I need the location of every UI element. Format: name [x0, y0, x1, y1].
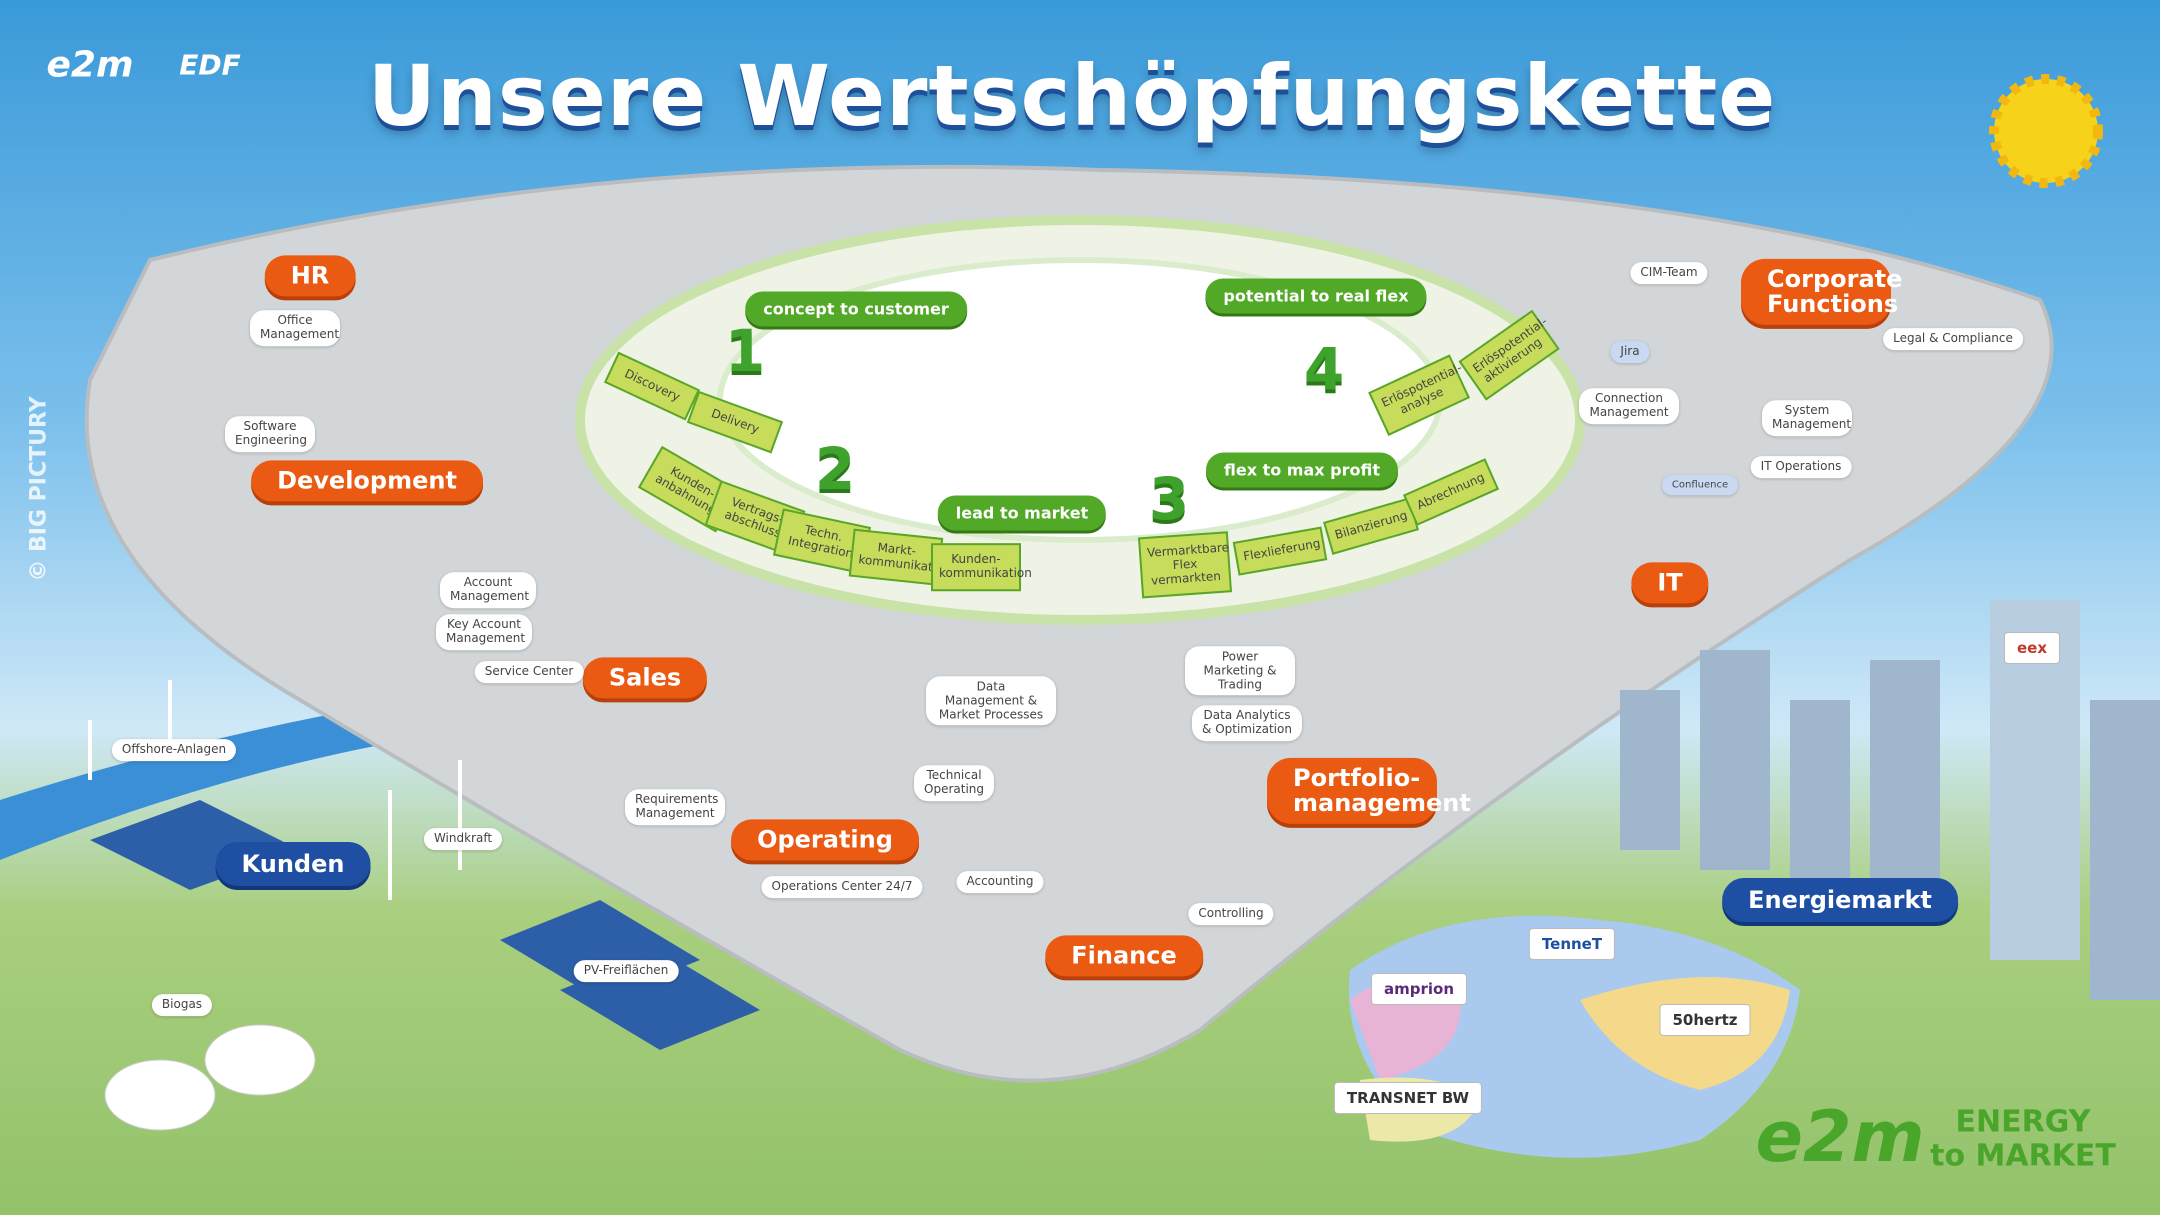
- amprion-logo: amprion: [1370, 973, 1468, 1005]
- tag-service: Service Center: [474, 661, 584, 683]
- tag-windkraft: Windkraft: [423, 828, 503, 850]
- tag-cim: CIM-Team: [1630, 262, 1708, 284]
- tag-data-analytics: Data Analytics & Optimization: [1192, 705, 1302, 741]
- tag-connection-mgmt: Connection Management: [1579, 388, 1679, 424]
- tag-pv: PV-Freiflächen: [573, 960, 679, 982]
- jira-icon: Jira: [1610, 341, 1650, 363]
- corporate-functions-label[interactable]: Corporate Functions: [1741, 258, 1902, 326]
- tag-account: Account Management: [440, 572, 536, 608]
- kunden-label[interactable]: Kunden: [215, 842, 371, 886]
- it-label[interactable]: IT: [1631, 562, 1709, 604]
- edf-logo: EDF: [179, 48, 241, 82]
- tag-office: Office Management: [250, 310, 340, 346]
- tag-offshore: Offshore-Anlagen: [111, 739, 237, 761]
- confluence-icon: Confluence: [1661, 475, 1739, 495]
- tag-software: Software Engineering: [225, 416, 315, 452]
- tag-power-marketing: Power Marketing & Trading: [1185, 646, 1295, 696]
- 50hertz-logo: 50hertz: [1659, 1004, 1751, 1036]
- phase-3-label[interactable]: flex to max profit: [1205, 452, 1399, 488]
- footer-e2m-logo: e2m: [1755, 1096, 1925, 1178]
- tennet-logo: TenneT: [1528, 928, 1616, 960]
- tag-key-account: Key Account Management: [436, 614, 532, 650]
- e2m-logo: e2m: [46, 44, 134, 86]
- tag-biogas: Biogas: [151, 994, 213, 1016]
- transnetbw-logo: TRANSNET BW: [1333, 1082, 1483, 1114]
- tag-it-operations: IT Operations: [1750, 456, 1852, 478]
- phase-4-number: 4: [1303, 335, 1345, 403]
- step-kundenkommunikation: Kunden-kommunikation: [931, 543, 1032, 591]
- copyright: © BIG PICTURY: [26, 396, 52, 582]
- operating-label[interactable]: Operating: [731, 819, 919, 861]
- phase-1-number: 1: [724, 317, 766, 385]
- phase-2-number: 2: [814, 435, 856, 503]
- tag-controlling: Controlling: [1188, 903, 1274, 925]
- tag-legal: Legal & Compliance: [1883, 328, 2023, 350]
- phase-1-label[interactable]: concept to customer: [745, 291, 967, 327]
- tag-accounting: Accounting: [956, 871, 1044, 893]
- finance-label[interactable]: Finance: [1045, 935, 1203, 977]
- tag-requirements: Requirements Management: [625, 789, 725, 825]
- footer-tagline-energy: ENERGY: [1955, 1104, 2091, 1140]
- page-title: Unsere Wertschöpfungskette: [367, 47, 1777, 145]
- tag-tech-operating: Technical Operating: [914, 765, 994, 801]
- eex-logo: eex: [2003, 632, 2061, 664]
- biogas-tanks: [104, 1024, 316, 1131]
- tag-system-mgmt: System Management: [1762, 400, 1852, 436]
- phase-2-label[interactable]: lead to market: [937, 495, 1107, 531]
- portfolio-label[interactable]: Portfolio-management: [1267, 757, 1471, 825]
- sales-label[interactable]: Sales: [582, 657, 708, 699]
- energiemarkt-label[interactable]: Energiemarkt: [1722, 878, 1958, 922]
- hr-label[interactable]: HR: [264, 255, 356, 297]
- sun-icon: [1989, 74, 2103, 188]
- phase-3-number: 3: [1148, 465, 1190, 533]
- tag-data-mgmt: Data Management & Market Processes: [926, 676, 1056, 726]
- step-marktkommunikation: Markt-kommunikation: [848, 528, 952, 586]
- footer-tagline-market: to MARKET: [1930, 1138, 2116, 1174]
- step-vermarktbare-flex: Vermarktbare Flex vermarkten: [1137, 531, 1233, 599]
- phase-4-label[interactable]: potential to real flex: [1205, 278, 1427, 314]
- tag-ops-center: Operations Center 24/7: [761, 876, 923, 898]
- development-label[interactable]: Development: [251, 460, 483, 502]
